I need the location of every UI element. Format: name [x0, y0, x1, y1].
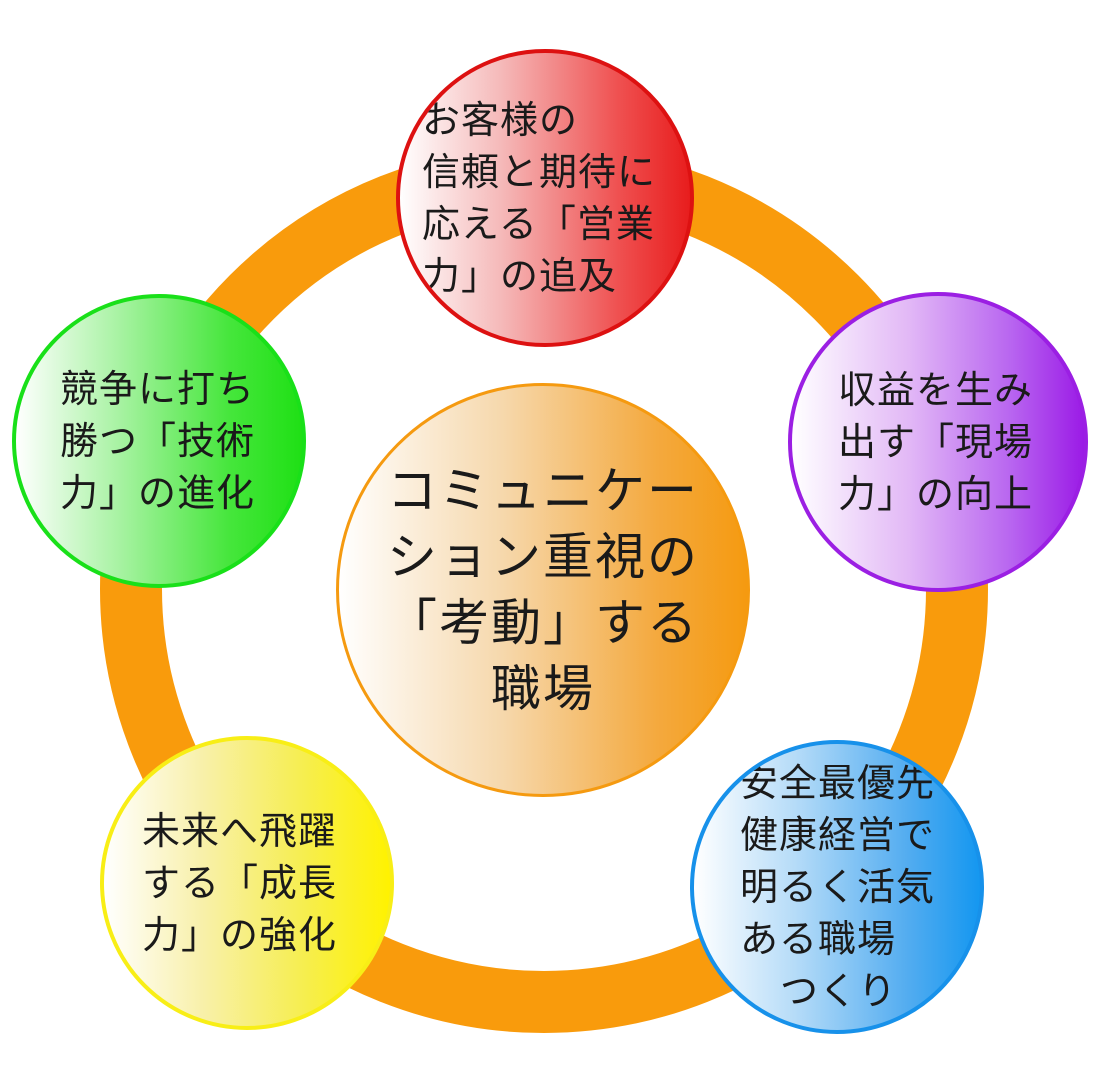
sales-power-circle: お客様の 信頼と期待に 応える「営業 力」の追及 — [396, 49, 694, 347]
sales-power-text-line-3: 応える「営業 — [422, 202, 655, 246]
safety-health-text-line-1: 安全最優先 — [740, 761, 936, 805]
field-power-text-line-2: 出す「現場 — [838, 420, 1034, 464]
technical-power-text-line-2: 勝つ「技術 — [60, 419, 256, 463]
sales-power-text-line-4: 力」の追及 — [422, 254, 618, 298]
sales-power-text-line-1: お客様の — [422, 98, 579, 142]
growth-power-circle: 未来へ飛躍 する「成長 力」の強化 — [100, 736, 394, 1030]
growth-power-text-line-3: 力」の強化 — [142, 913, 338, 957]
growth-power-text-line-1: 未来へ飛躍 — [142, 809, 338, 853]
center-text-line-1: コミュニケー — [387, 462, 699, 520]
technical-power-circle: 競争に打ち 勝つ「技術 力」の進化 — [12, 294, 306, 588]
safety-health-text-line-5: つくり — [780, 969, 898, 1013]
field-power-circle: 収益を生み 出す「現場 力」の向上 — [788, 292, 1088, 592]
center-text-line-3: 「考動」する — [387, 594, 699, 652]
sales-power-text-line-2: 信頼と期待に — [422, 150, 657, 194]
safety-health-circle: 安全最優先 健康経営で 明るく活気 ある職場 つくり — [690, 740, 984, 1034]
safety-health-text-line-2: 健康経営で — [740, 813, 936, 857]
center-workplace-circle: コミュニケー ション重視の 「考動」する 職場 — [336, 383, 750, 797]
field-power-text-line-1: 収益を生み — [838, 368, 1034, 412]
technical-power-text-line-3: 力」の進化 — [60, 471, 256, 515]
field-power-text-line-3: 力」の向上 — [838, 472, 1034, 516]
center-text-line-2: ション重視の — [387, 528, 699, 586]
safety-health-text-line-4: ある職場 — [740, 917, 897, 961]
technical-power-text-line-1: 競争に打ち — [60, 367, 256, 411]
growth-power-text-line-2: する「成長 — [142, 861, 338, 905]
center-text-line-4: 職場 — [491, 660, 595, 718]
safety-health-text-line-3: 明るく活気 — [740, 865, 936, 909]
